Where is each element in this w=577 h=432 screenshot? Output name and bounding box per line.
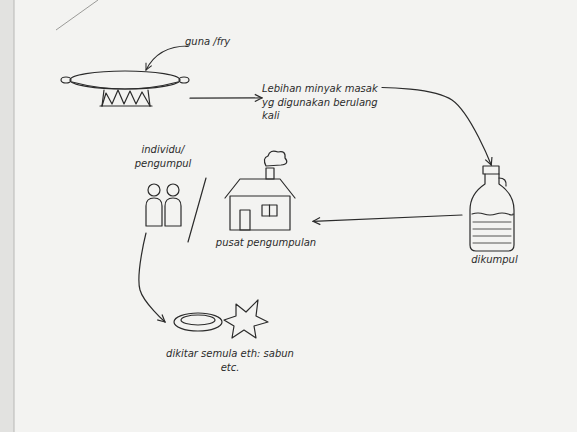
house-chimney <box>266 168 274 179</box>
collection-centre: pusat pengumpulan <box>218 168 313 250</box>
bottle-cap <box>483 166 499 174</box>
node-label: Lebihan minyak masak yg digunakan berula… <box>262 82 382 123</box>
bottle-body <box>470 174 514 251</box>
node-label: individu/ pengumpul <box>131 143 195 170</box>
recycled-dish <box>174 313 222 331</box>
wok-handle <box>61 77 71 83</box>
wok-pan-base <box>72 82 178 89</box>
oil-level <box>472 213 513 215</box>
person-figure <box>148 184 160 196</box>
house-window <box>269 205 270 216</box>
flow-arrow <box>190 97 262 98</box>
flow-arrow <box>139 233 165 322</box>
node-label: pusat pengumpulan <box>212 236 320 250</box>
flow-arrow <box>313 215 462 221</box>
node-label: dikitar semula eth: sabun etc. <box>165 347 295 374</box>
paper-edge-line <box>14 0 15 432</box>
collection-bottle: dikumpul <box>462 165 527 265</box>
recycled-dish <box>181 315 215 325</box>
person-figure <box>146 198 162 226</box>
house-body <box>230 196 290 230</box>
separator-slash <box>188 178 206 242</box>
house-roof <box>225 179 295 198</box>
node-label: guna /fry <box>185 35 230 49</box>
paper-fold-line <box>56 0 98 30</box>
bottle-handle <box>499 178 506 186</box>
house-door <box>240 210 250 230</box>
wok-handle <box>179 77 189 83</box>
stove-base <box>100 105 152 106</box>
chimney-smoke <box>264 151 286 166</box>
node-label: dikumpul <box>462 253 527 267</box>
oil-lines <box>473 222 511 243</box>
person-figure <box>165 198 181 226</box>
soap-star <box>224 300 268 338</box>
person-figure <box>167 184 179 196</box>
collector-group: individu/ pengumpul <box>135 143 190 233</box>
leader-arrow <box>146 46 188 70</box>
cooking-step: guna /fry <box>65 35 190 115</box>
fire-flame <box>102 90 150 106</box>
recycled-product: dikitar semula eth: sabun etc. <box>165 295 295 385</box>
flow-arrow <box>382 88 491 166</box>
paper-edge <box>0 0 14 432</box>
house-window <box>262 205 277 216</box>
process-note: Lebihan minyak masak yg digunakan berula… <box>262 82 382 137</box>
wok-pan <box>70 71 180 89</box>
